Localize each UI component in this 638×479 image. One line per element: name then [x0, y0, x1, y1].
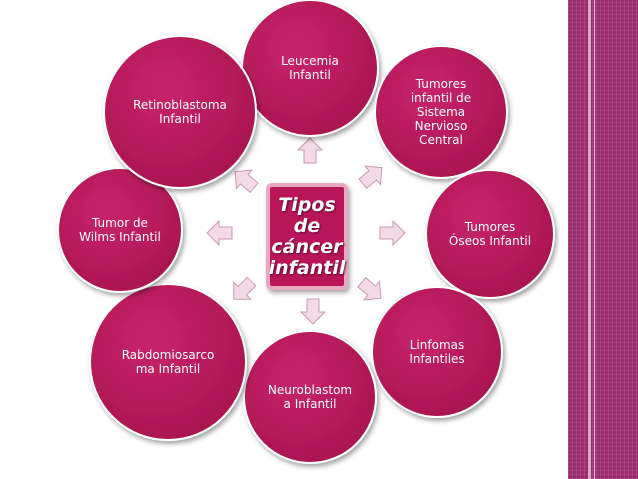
node-circle-rabdomiosarcoma — [89, 283, 247, 441]
node-label-oseos: Tumores Óseos Infantil — [448, 220, 532, 248]
arrow-icon-neuroblastoma — [299, 298, 327, 325]
arrow-icon-rabdomiosarcoma — [233, 276, 257, 300]
center-title: Tipos de cáncer infantil — [268, 194, 346, 279]
node-circle-oseos — [425, 169, 555, 299]
node-circle-linfomas — [371, 286, 503, 418]
node-circle-snc — [374, 45, 508, 179]
node-label-leucemia: Leucemia Infantil — [281, 54, 339, 82]
node-label-rabdomiosarcoma: Rabdomiosarco ma Infantil — [121, 348, 215, 376]
node-label-linfomas: Linfomas Infantiles — [409, 338, 465, 366]
node-circle-wilms — [57, 167, 183, 293]
arrow-icon-snc — [358, 165, 383, 190]
arrow-icon-linfomas — [357, 276, 382, 301]
arrow-icon-oseos — [379, 219, 406, 247]
decorative-side-band — [568, 0, 638, 479]
arrow-icon-retinoblastoma — [234, 169, 259, 194]
node-label-wilms: Tumor de Wilms Infantil — [79, 216, 161, 244]
node-label-snc: Tumores infantil de Sistema Nervioso Cen… — [410, 77, 472, 147]
side-band-stripe-thin — [594, 0, 595, 479]
node-circle-neuroblastoma — [243, 330, 377, 464]
center-box — [266, 183, 348, 290]
node-circle-retinoblastoma — [103, 35, 257, 189]
arrow-icon-leucemia — [296, 137, 324, 164]
arrow-icon-wilms — [206, 219, 233, 247]
node-label-retinoblastoma: Retinoblastoma Infantil — [133, 98, 227, 126]
side-band-stripe — [588, 0, 591, 479]
node-label-neuroblastoma: Neuroblastom a Infantil — [267, 383, 353, 411]
